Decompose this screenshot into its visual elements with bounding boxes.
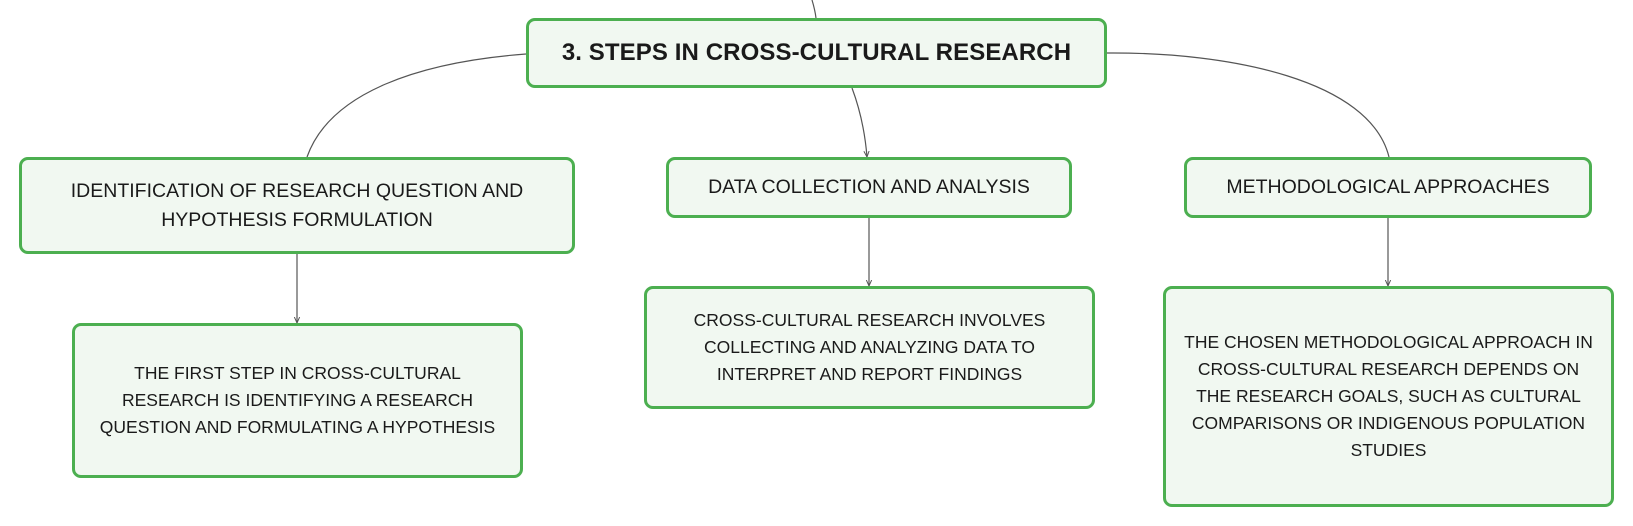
detail-text: THE CHOSEN METHODOLOGICAL APPROACH IN CR… xyxy=(1184,332,1593,460)
root-topic-label: 3. STEPS IN CROSS-CULTURAL RESEARCH xyxy=(561,39,1072,66)
branch-label: IDENTIFICATION OF RESEARCH QUESTION AND … xyxy=(70,179,524,231)
connector-root-to-branch-1 xyxy=(306,53,527,158)
detail-text: THE FIRST STEP IN CROSS-CULTURAL RESEARC… xyxy=(99,363,496,437)
detail-text: CROSS-CULTURAL RESEARCH INVOLVES COLLECT… xyxy=(693,310,1046,384)
detail-node-research-question[interactable]: THE FIRST STEP IN CROSS-CULTURAL RESEARC… xyxy=(72,323,523,478)
connector-root-to-branch-3 xyxy=(1106,52,1390,158)
connector-incoming-root xyxy=(811,0,817,19)
detail-node-methodological-approaches[interactable]: THE CHOSEN METHODOLOGICAL APPROACH IN CR… xyxy=(1163,286,1614,507)
branch-label: DATA COLLECTION AND ANALYSIS xyxy=(708,176,1030,198)
branch-node-data-collection[interactable]: DATA COLLECTION AND ANALYSIS xyxy=(666,157,1072,218)
branch-label: METHODOLOGICAL APPROACHES xyxy=(1226,176,1550,198)
connector-root-to-branch-2 xyxy=(851,87,867,157)
detail-node-data-collection[interactable]: CROSS-CULTURAL RESEARCH INVOLVES COLLECT… xyxy=(644,286,1095,409)
root-topic-node[interactable]: 3. STEPS IN CROSS-CULTURAL RESEARCH xyxy=(526,18,1107,88)
branch-node-methodological-approaches[interactable]: METHODOLOGICAL APPROACHES xyxy=(1184,157,1592,218)
branch-node-research-question[interactable]: IDENTIFICATION OF RESEARCH QUESTION AND … xyxy=(19,157,575,254)
